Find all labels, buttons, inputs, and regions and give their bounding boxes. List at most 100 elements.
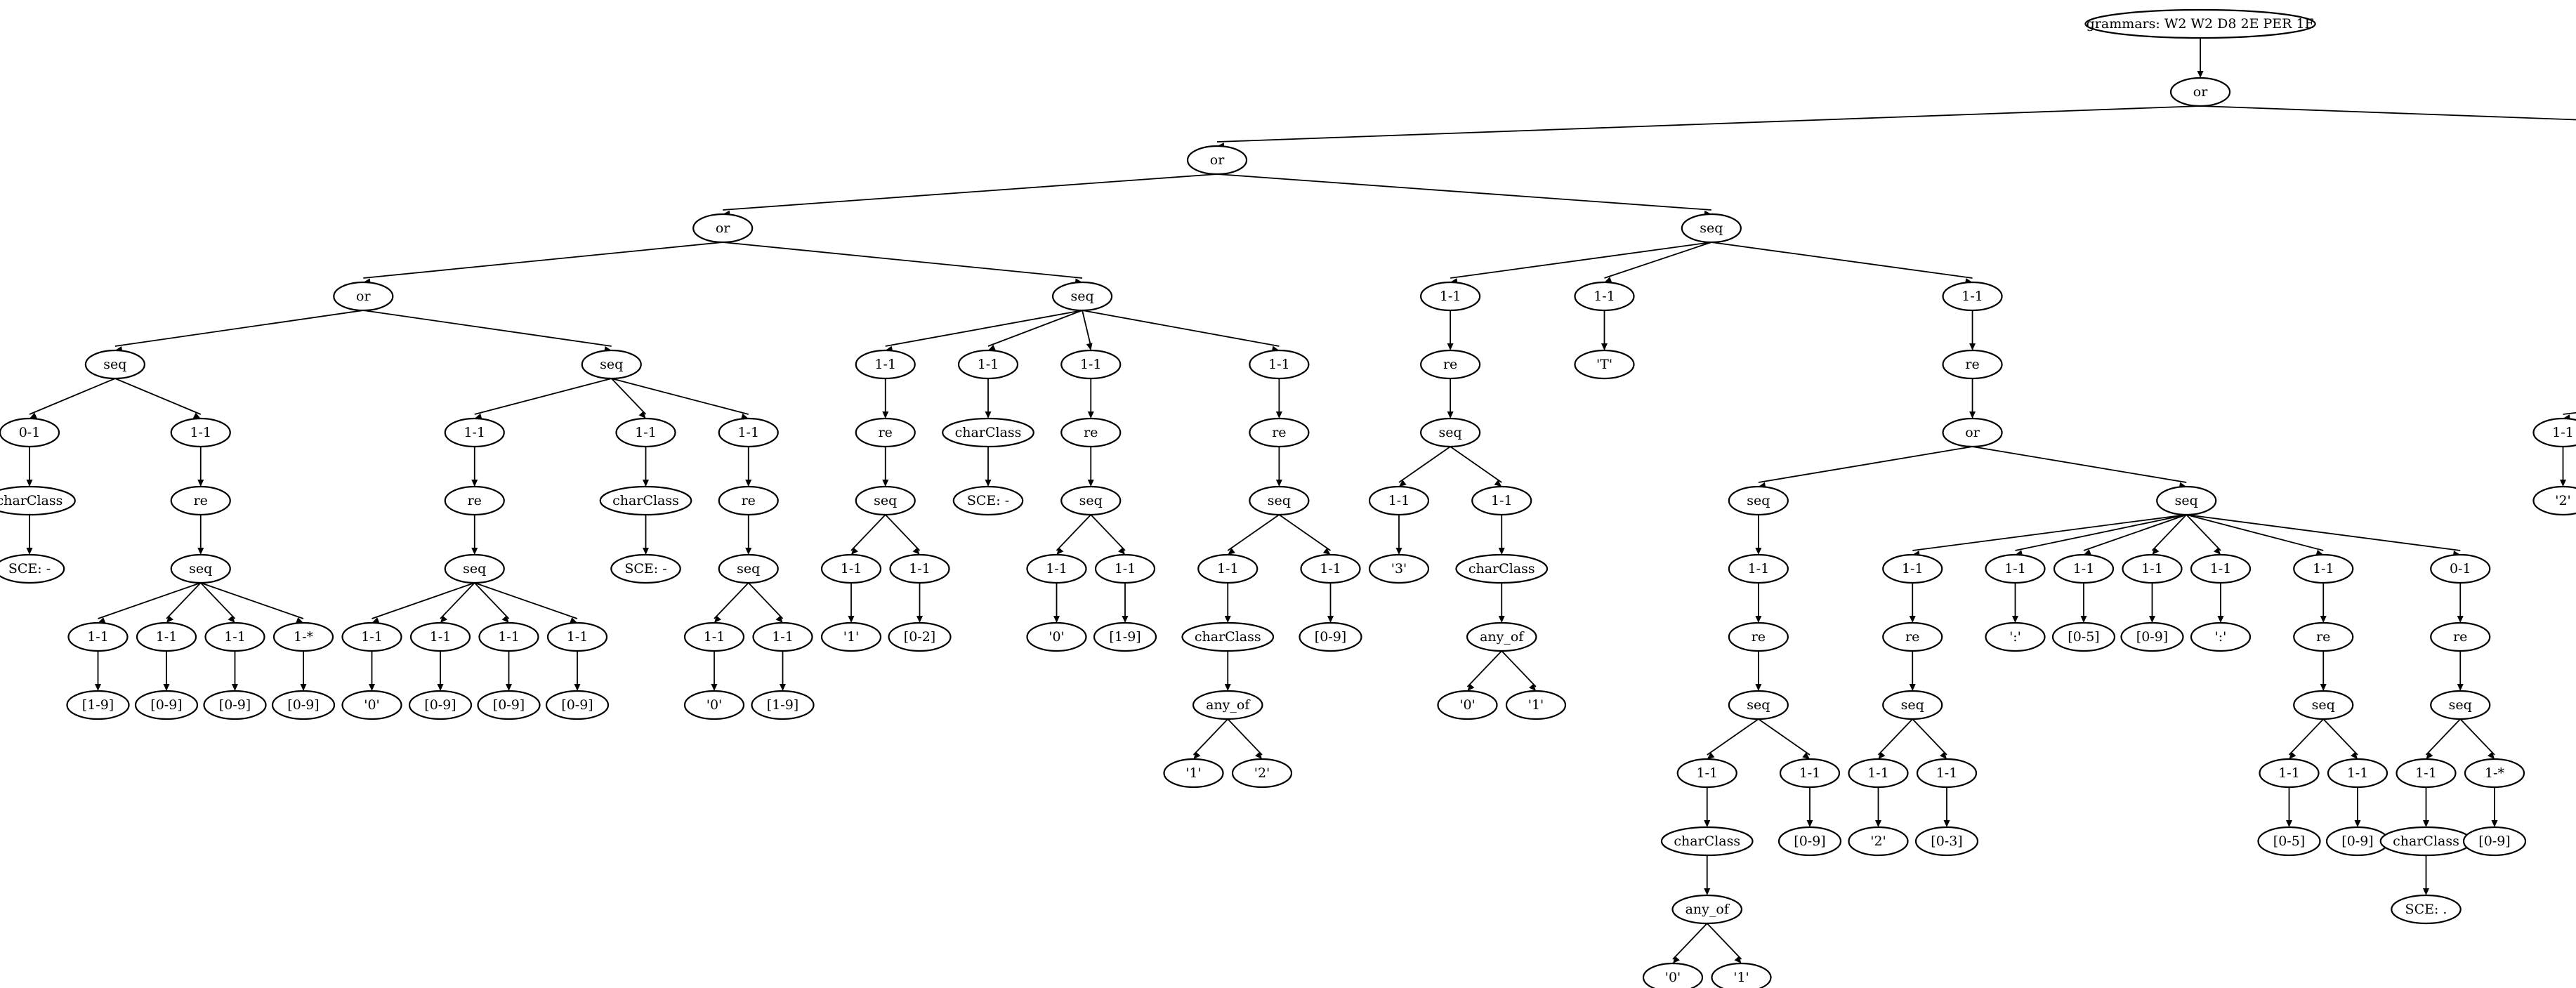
tree-node-0-5: [0-5] xyxy=(2051,621,2116,652)
node-label: 1-1 xyxy=(567,629,589,645)
arrowhead xyxy=(471,480,478,487)
tree-edge-group xyxy=(95,651,101,691)
node-ellipse xyxy=(272,621,334,652)
tree-node-0-3: [0-3] xyxy=(1914,826,1979,857)
node-label: 1-1 xyxy=(2073,561,2095,577)
node-label: 1-1 xyxy=(1961,289,1983,304)
node-ellipse xyxy=(134,690,199,720)
tree-edge-group xyxy=(474,582,510,623)
tree-edge-group xyxy=(1875,787,1881,827)
tree-edge-group xyxy=(114,378,202,419)
tree-edge-group xyxy=(1082,310,1280,353)
arrowhead xyxy=(300,684,307,691)
arrowhead xyxy=(1086,343,1093,350)
tree-node-seq: seq xyxy=(444,553,505,584)
node-ellipse xyxy=(1051,281,1113,312)
tree-node-re: re xyxy=(1728,621,1789,652)
node-label: 1-1 xyxy=(190,425,211,440)
tree-node-2: '2' xyxy=(2532,485,2576,516)
node-label: 0-1 xyxy=(19,425,41,440)
arrowhead xyxy=(1193,751,1201,759)
tree-edge-group xyxy=(1275,447,1282,487)
tree-edge-group xyxy=(1087,378,1094,419)
node-label: seq xyxy=(1439,425,1462,440)
node-label: SCE: . xyxy=(2405,902,2447,917)
tree-node-1-1: 1-1 xyxy=(1728,553,1789,584)
arrowhead xyxy=(1467,683,1475,691)
tree-edge-group xyxy=(1056,514,1091,555)
arrowhead xyxy=(197,548,204,555)
tree-edge-group xyxy=(197,515,204,555)
tree-node-0-5: [0-5] xyxy=(2257,826,2321,857)
arrowhead xyxy=(848,616,855,623)
tree-node-1-1: 1-1 xyxy=(546,621,608,652)
node-label: 1-1 xyxy=(156,629,178,645)
tree-edge xyxy=(1912,718,1947,756)
tree-edge xyxy=(2425,718,2461,756)
node-label: 1-1 xyxy=(2141,561,2163,577)
tree-edge xyxy=(2200,105,2576,121)
node-ellipse xyxy=(855,485,916,516)
node-ellipse xyxy=(581,349,642,380)
node-label: '0' xyxy=(1665,970,1681,985)
arrowhead xyxy=(1755,616,1762,623)
tree-node-0-2: [0-2] xyxy=(888,621,952,652)
tree-edge-group xyxy=(1501,650,1537,691)
arrowhead xyxy=(1707,752,1715,759)
node-label: 1-1 xyxy=(1046,561,1067,577)
tree-node-seq: seq xyxy=(170,553,231,584)
node-ellipse xyxy=(170,417,231,448)
tree-edge-group xyxy=(200,582,304,624)
tree-edge-group xyxy=(1224,651,1231,691)
node-label: [0-2] xyxy=(904,629,935,645)
tree-node-0-9: [0-9] xyxy=(2120,621,2184,652)
tree-edge-group xyxy=(197,447,204,487)
arrowhead xyxy=(1802,752,1810,759)
tree-node-re: re xyxy=(1882,621,1943,652)
node-ellipse xyxy=(888,621,952,652)
tree-edge-group xyxy=(1909,583,1916,623)
tree-edge xyxy=(2083,514,2187,551)
node-label: 'T' xyxy=(1596,357,1612,372)
tree-edge-group xyxy=(471,515,478,555)
tree-edge xyxy=(2563,411,2576,415)
tree-node-1-1: 1-1 xyxy=(1249,349,1310,380)
arrowhead xyxy=(1255,751,1262,759)
tree-node-or: or xyxy=(692,213,754,244)
arrowhead xyxy=(985,480,992,487)
arrowhead xyxy=(1601,343,1608,350)
node-label: re xyxy=(1965,357,1979,372)
node-ellipse xyxy=(1060,349,1122,380)
tree-node-or: or xyxy=(1186,145,1248,176)
tree-edge xyxy=(1877,718,1913,756)
arrowhead xyxy=(1494,480,1502,487)
node-ellipse xyxy=(1163,758,1224,789)
node-label: 1-1 xyxy=(430,629,452,645)
node-label: charClass xyxy=(955,425,1022,440)
arrowhead xyxy=(2286,820,2292,827)
node-ellipse xyxy=(1882,553,1943,584)
node-ellipse xyxy=(718,417,779,448)
node-ellipse xyxy=(1848,758,1909,789)
tree-edge-group xyxy=(2457,583,2464,623)
arrowhead xyxy=(95,684,101,691)
node-ellipse xyxy=(1711,962,1772,988)
node-label: 1-1 xyxy=(2210,561,2232,577)
tree-edge-group xyxy=(1498,583,1505,623)
node-ellipse xyxy=(1094,553,1156,584)
arrowhead xyxy=(745,480,752,487)
node-ellipse xyxy=(615,417,676,448)
arrowhead xyxy=(163,684,170,691)
tree-edge-group xyxy=(2563,411,2576,421)
tree-node-re: re xyxy=(170,485,231,516)
node-label: ':' xyxy=(2215,629,2227,645)
tree-edge-group xyxy=(474,582,578,624)
node-ellipse xyxy=(942,417,1034,448)
tree-node-0-9: [0-9] xyxy=(271,690,336,720)
tree-node-re: re xyxy=(1420,349,1481,380)
node-label: 1-1 xyxy=(2415,765,2437,781)
node-ellipse xyxy=(1368,485,1430,516)
node-ellipse xyxy=(889,553,950,584)
node-ellipse xyxy=(1574,281,1635,312)
node-label: [0-9] xyxy=(561,697,593,713)
